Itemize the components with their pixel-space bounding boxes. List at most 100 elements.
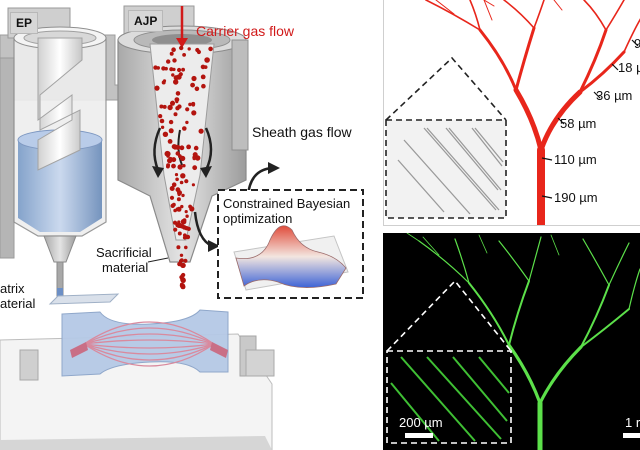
aerosol-particle	[177, 220, 181, 224]
aerosol-particle	[200, 74, 206, 80]
matrix-sheet	[48, 293, 120, 305]
aerosol-particle	[183, 233, 187, 237]
aerosol-particle	[176, 245, 181, 250]
aerosol-particle	[159, 118, 165, 124]
aerosol-particle	[162, 131, 169, 137]
ajp-tag: AJP	[128, 10, 164, 32]
aerosol-particle	[168, 119, 174, 125]
stage-post-left	[19, 349, 39, 381]
width-label-190: 190 µm	[554, 190, 598, 205]
aerosol-particle	[177, 231, 182, 236]
aerosol-particle	[180, 273, 185, 278]
aerosol-particle	[179, 180, 184, 185]
aerosol-particle	[177, 262, 182, 267]
aerosol-particle	[164, 150, 171, 157]
ajp-flange	[231, 39, 249, 151]
aerosol-particle	[177, 165, 183, 170]
aerosol-particle	[159, 104, 164, 109]
aerosol-particle	[168, 128, 174, 134]
zoom-inset-box	[385, 119, 507, 219]
feedback-arrowhead-top	[268, 162, 280, 174]
green-tree-svg	[386, 233, 640, 450]
aerosol-particle	[186, 226, 191, 231]
matrix-label-2: aterial	[0, 296, 36, 311]
fluor-inset-connector	[386, 279, 512, 352]
aerosol-particle	[198, 128, 204, 134]
aerosol-particle	[185, 107, 190, 112]
scale-bar-left	[405, 433, 433, 438]
ajp-cutaway	[149, 43, 215, 241]
aerosol-particle	[177, 192, 181, 197]
aerosol-particle	[180, 204, 184, 209]
aerosol-particle	[189, 206, 195, 212]
sacrificial-label-2: material	[102, 260, 149, 275]
aerosol-particle	[166, 163, 171, 168]
aerosol-particle	[187, 47, 191, 51]
aerosol-particle	[182, 126, 187, 131]
aerosol-particle	[188, 102, 192, 107]
sacrificial-leader	[147, 257, 169, 263]
aerosol-particle	[164, 66, 168, 71]
aerosol-particle	[180, 262, 186, 268]
vascular-width-panel: 9 18 µm 36 µm 58 µm 110 µm 190 µm	[383, 0, 640, 226]
construct-outlet	[210, 342, 228, 358]
aerosol-particle	[175, 100, 179, 104]
aerosol-particle	[179, 155, 186, 162]
aerosol-particle	[169, 51, 174, 56]
aerosol-particle	[192, 156, 196, 161]
aerosol-particle	[161, 80, 166, 85]
aerosol-particle	[173, 208, 177, 213]
aerosol-particle	[173, 75, 179, 81]
aerosol-particle	[192, 152, 198, 158]
green-branches	[406, 233, 640, 450]
aerosol-particle	[191, 110, 197, 116]
aerosol-particle	[172, 220, 178, 225]
aerosol-particle	[201, 83, 206, 89]
sheath-arrowhead-left	[152, 166, 164, 178]
aerosol-particle	[193, 145, 199, 151]
width-label-36: 36 µm	[596, 88, 633, 103]
construct-inlet	[70, 342, 88, 358]
scale-label-left: 200 µm	[399, 415, 443, 430]
fluor-inset-channels	[390, 356, 510, 442]
ep-plunger-screw	[37, 37, 83, 171]
ep-nozzle	[43, 235, 77, 263]
aerosol-particle	[179, 145, 185, 151]
aerosol-particle	[191, 75, 197, 82]
aerosol-particle	[181, 67, 186, 72]
aerosol-particle	[190, 82, 196, 88]
aerosol-particle	[158, 114, 163, 119]
aerosol-particle	[170, 100, 175, 105]
matrix-label-1: atrix	[0, 281, 25, 296]
aerosol-particle	[175, 151, 180, 156]
sheath-arrow-left	[153, 127, 162, 171]
ep-tag: EP	[10, 12, 39, 34]
aerosol-particle	[171, 157, 177, 163]
aerosol-particle	[175, 187, 181, 193]
aerosol-particle	[171, 163, 176, 169]
aerosol-particle	[172, 202, 176, 207]
sheath-arrowhead-right	[200, 166, 212, 178]
aerosol-particle	[191, 101, 196, 106]
aerosol-particle	[171, 73, 175, 77]
aerosol-particle	[154, 85, 160, 91]
zoom-inset-channels	[397, 127, 504, 215]
gantry-side	[0, 57, 15, 259]
construct-vessels	[83, 321, 215, 367]
aerosol-particle	[175, 144, 181, 150]
aerosol-particle	[208, 46, 213, 52]
width-label-9: 9	[634, 36, 640, 51]
aerosol-particle	[196, 49, 201, 55]
aerosol-particle	[183, 258, 188, 263]
aerosol-particle	[178, 259, 183, 264]
aerosol-particle	[185, 234, 191, 240]
aerosol-particle	[174, 173, 179, 177]
aerosol-particle	[175, 106, 180, 111]
aerosol-particle	[182, 53, 187, 57]
aerosol-particle	[194, 86, 200, 92]
zoom-inset-connector	[385, 56, 507, 121]
aerosol-particle	[180, 277, 186, 283]
bayes-label-1: Constrained Bayesian	[223, 196, 351, 211]
aerosol-particle	[175, 177, 179, 182]
